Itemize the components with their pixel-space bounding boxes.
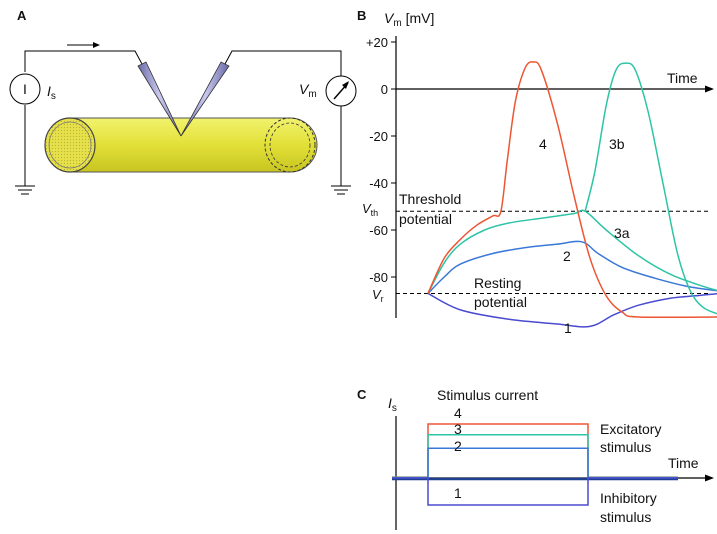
voltmeter-icon xyxy=(325,75,357,107)
panel-c-steps xyxy=(392,423,678,506)
voltmeter-wire xyxy=(224,50,342,186)
step-label-1: 1 xyxy=(454,485,462,501)
panel-a-letter: A xyxy=(17,8,27,23)
ground-left-icon xyxy=(15,185,35,195)
step-label-2: 2 xyxy=(454,438,462,454)
threshold-text-1: Threshold xyxy=(399,191,461,207)
vth-label: Vth xyxy=(362,201,378,218)
panel-b: B Vm [mV] Time +20 0 -20 -40 -60 -80 Threshol… xyxy=(357,8,717,336)
stimulating-electrode xyxy=(137,61,182,137)
panel-b-y-ticks: +20 0 -20 -40 -60 -80 xyxy=(366,35,396,285)
excitatory-text-1: Excitatory xyxy=(600,421,661,437)
curve-label-4: 4 xyxy=(539,136,547,152)
curve-label-3a: 3a xyxy=(614,225,630,241)
voltmeter-label: Vm xyxy=(299,81,317,100)
panel-c-ylabel: Is xyxy=(388,395,397,414)
curve-c4 xyxy=(427,61,717,319)
stimulus-step-s1 xyxy=(392,477,678,506)
threshold-text-2: potential xyxy=(399,211,452,227)
curve-label-2: 2 xyxy=(563,248,571,264)
panel-b-curves xyxy=(427,61,717,328)
panel-c: C Is Stimulus current Time 4 3 2 1 Excit… xyxy=(357,387,714,530)
panel-c-time-label: Time xyxy=(668,455,699,471)
curve-label-3b: 3b xyxy=(609,136,625,152)
y-tick-label: -20 xyxy=(369,129,388,144)
inhibitory-text-1: Inhibitory xyxy=(600,490,657,506)
vr-label: Vr xyxy=(372,287,384,304)
panel-b-time-label: Time xyxy=(667,70,698,86)
current-direction-arrow-icon xyxy=(67,42,100,48)
panel-b-x-arrow-icon xyxy=(705,85,714,93)
curve-c3b xyxy=(584,62,717,315)
panel-c-x-arrow-icon xyxy=(705,474,714,482)
axon-cylinder xyxy=(44,117,318,173)
panel-b-letter: B xyxy=(357,8,366,23)
y-tick-label: +20 xyxy=(366,35,388,50)
curve-c2 xyxy=(427,240,717,294)
curve-label-1: 1 xyxy=(564,320,572,336)
current-label: Is xyxy=(47,83,56,102)
panel-c-letter: C xyxy=(357,387,367,402)
curve-c3a xyxy=(427,209,717,294)
y-tick-label: -80 xyxy=(369,270,388,285)
resting-text-1: Resting xyxy=(474,275,521,291)
step-label-3: 3 xyxy=(454,421,462,437)
inhibitory-text-2: stimulus xyxy=(600,509,651,525)
excitatory-text-2: stimulus xyxy=(600,439,651,455)
resting-text-2: potential xyxy=(474,294,527,310)
current-source-symbol: I xyxy=(23,81,27,97)
current-source-wire xyxy=(24,50,143,186)
panel-b-ylabel: Vm [mV] xyxy=(384,10,434,29)
step-label-4: 4 xyxy=(454,405,462,421)
ground-right-icon xyxy=(331,185,351,195)
y-tick-label: -60 xyxy=(369,223,388,238)
y-tick-label: -40 xyxy=(369,176,388,191)
y-tick-label: 0 xyxy=(381,82,388,97)
panel-c-title: Stimulus current xyxy=(437,387,538,403)
current-source-icon: I xyxy=(9,73,41,105)
curve-c1 xyxy=(427,292,717,328)
panel-a: A I Is xyxy=(9,8,357,195)
recording-electrode xyxy=(180,61,230,137)
